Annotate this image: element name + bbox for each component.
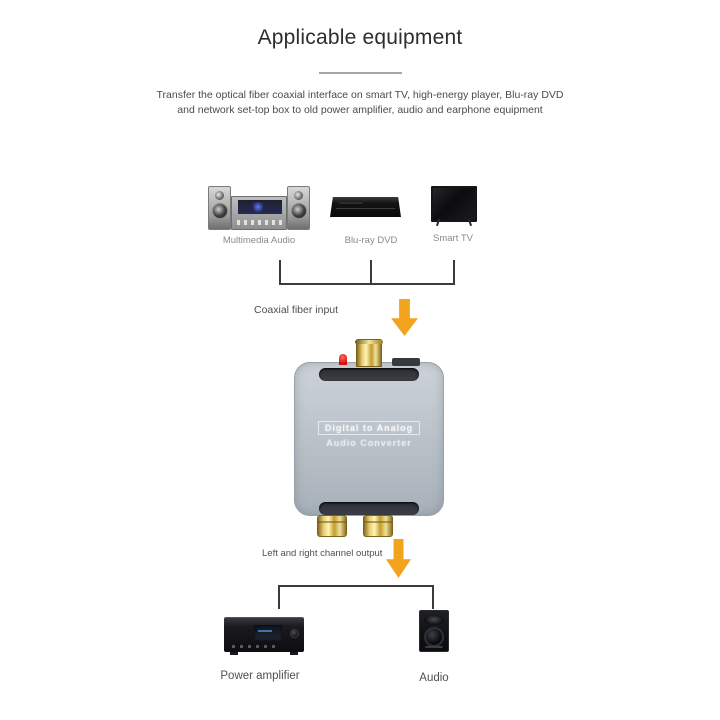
converter-top-slot (319, 368, 419, 381)
channel-output-label: Left and right channel output (262, 548, 383, 559)
hifi-right-speaker (287, 186, 310, 230)
rca-output-left (317, 515, 347, 537)
power-amplifier-image (224, 617, 304, 655)
speaker-port (425, 646, 443, 648)
hifi-center-unit (231, 196, 287, 230)
speaker-tweeter (424, 615, 444, 625)
sources-merge-bracket (279, 260, 455, 285)
amp-left-foot (230, 652, 238, 655)
page-title: Applicable equipment (257, 26, 463, 49)
description-line-1: Transfer the optical fiber coaxial inter… (156, 89, 564, 101)
multimedia-audio-image (208, 184, 310, 232)
coaxial-connector (355, 339, 383, 367)
multimedia-audio-label: Multimedia Audio (222, 235, 296, 246)
power-led (339, 354, 347, 365)
smart-tv-image (431, 186, 477, 227)
down-arrow-output-icon (386, 539, 411, 578)
tv-right-leg (467, 218, 473, 227)
power-amplifier-label: Power amplifier (220, 670, 300, 682)
bluray-dvd-label: Blu-ray DVD (344, 235, 398, 246)
coaxial-fiber-input-label: Coaxial fiber input (254, 304, 339, 316)
description-text: Transfer the optical fiber coaxial inter… (0, 88, 720, 118)
description-line-2: and network set-top box to old power amp… (177, 104, 543, 116)
optical-port (392, 358, 420, 366)
hifi-display (238, 200, 282, 214)
converter-print-line-2: Audio Converter (326, 438, 412, 448)
hifi-left-speaker (208, 186, 231, 230)
hifi-buttons (237, 220, 283, 225)
converter-print-line-1: Digital to Analog (317, 421, 421, 435)
outputs-split-bracket (278, 585, 434, 609)
converter-print: Digital to Analog Audio Converter (295, 418, 443, 448)
amp-display (254, 625, 282, 641)
down-arrow-input-icon (391, 299, 418, 336)
smart-tv-label: Smart TV (433, 233, 473, 244)
dac-converter-image: Digital to Analog Audio Converter (294, 339, 444, 537)
tv-left-leg (435, 218, 441, 227)
sources-merge-bracket-middle (370, 260, 372, 283)
audio-label: Audio (419, 672, 449, 684)
audio-speaker-image (419, 610, 449, 652)
amp-knob (290, 629, 299, 638)
bluray-dvd-image (330, 197, 401, 217)
rca-output-right (363, 515, 393, 537)
amp-right-foot (290, 652, 298, 655)
title-divider (319, 72, 402, 74)
amp-buttons (232, 645, 280, 648)
speaker-woofer (424, 627, 444, 647)
converter-bottom-slot (319, 502, 419, 515)
